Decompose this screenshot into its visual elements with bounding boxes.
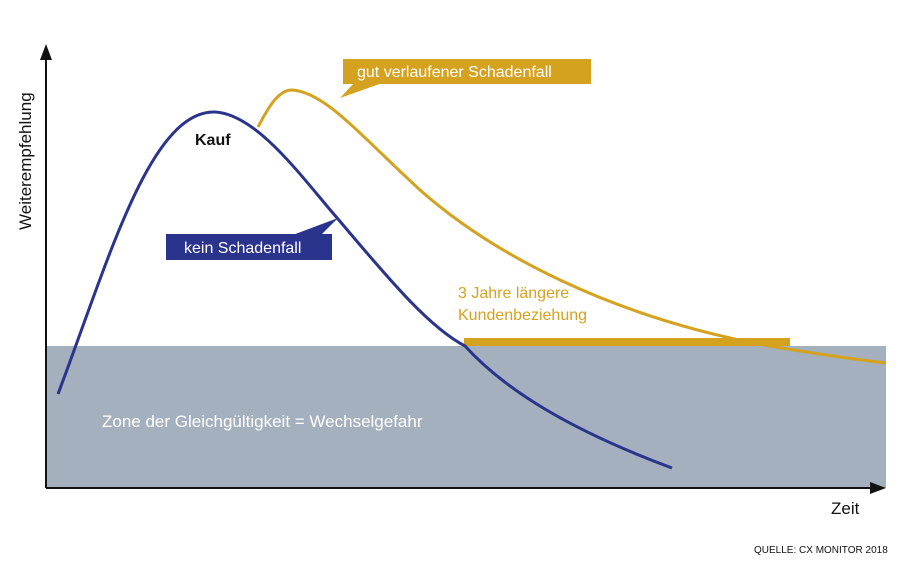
series-line-gut-verlaufener-schadenfall xyxy=(256,88,887,365)
x-axis-label: Zeit xyxy=(831,499,860,518)
callout-gold-pointer xyxy=(340,82,385,98)
source-note: QUELLE: CX MONITOR 2018 xyxy=(754,545,888,556)
gap-label-line1: 3 Jahre längere xyxy=(458,285,569,302)
zone-label: Zone der Gleichgültigkeit = Wechselgefah… xyxy=(102,412,423,431)
series-line-kein-schadenfall xyxy=(56,110,673,470)
legend-label-kein-schadenfall: kein Schadenfall xyxy=(184,240,301,257)
y-axis-arrow xyxy=(40,44,52,60)
legend-label-gut-verlaufener-schadenfall: gut verlaufener Schadenfall xyxy=(357,64,552,81)
gap-label-line2: Kundenbeziehung xyxy=(458,307,587,324)
indifference-zone xyxy=(46,346,886,488)
y-axis-label: Weiterempfehlung xyxy=(16,92,35,230)
peak-label: Kauf xyxy=(195,132,231,149)
callout-blue-box xyxy=(166,234,332,260)
callout-gold-box xyxy=(343,59,591,84)
gap-bar xyxy=(464,338,790,346)
x-axis-arrow xyxy=(870,482,886,494)
